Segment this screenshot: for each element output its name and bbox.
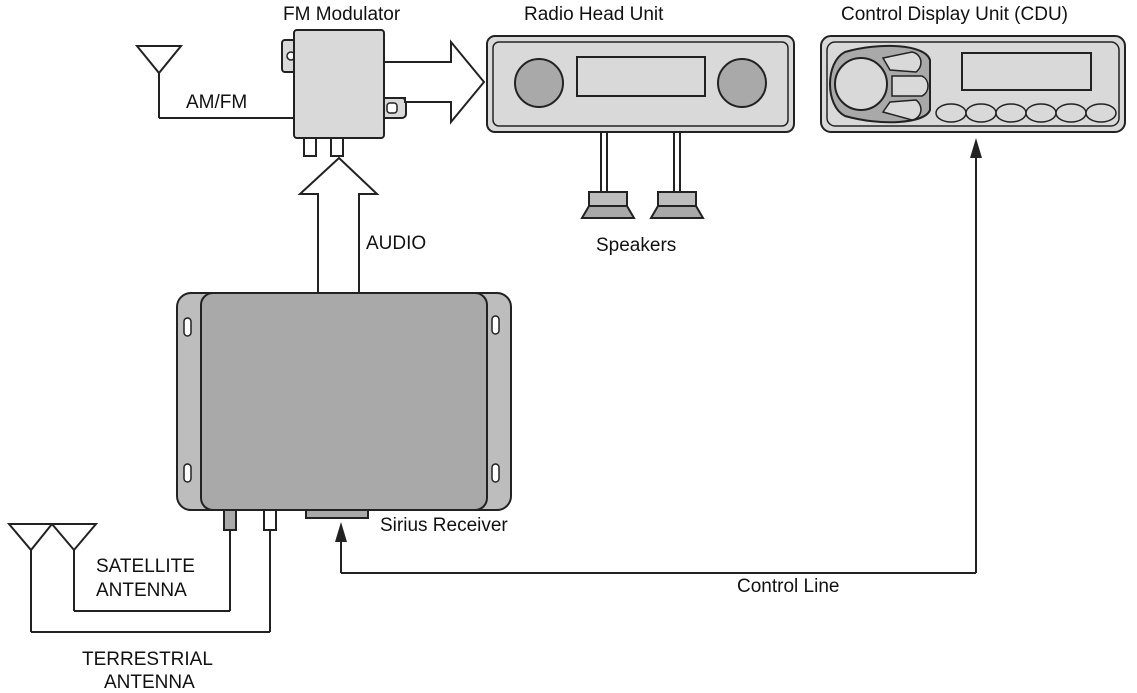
control-line-connector [335,138,982,574]
cdu-device [820,35,1126,133]
fm-modulator-label: FM Modulator [283,4,401,25]
audio-arrow [297,156,380,294]
satellite-antenna-label-line2: ANTENNA [96,580,187,601]
terrestrial-antenna-label-line2: ANTENNA [104,672,195,693]
radio-head-unit-device [486,35,795,133]
audio-label: AUDIO [366,233,426,254]
am-fm-antenna-icon [134,45,295,119]
radio-head-unit-label: Radio Head Unit [524,4,664,25]
speaker-left-icon [580,132,636,219]
terrestrial-antenna-icon [6,523,271,633]
terrestrial-antenna-label-line1: TERRESTRIAL [82,649,213,670]
speaker-right-icon [649,132,705,219]
sirius-receiver-label: Sirius Receiver [380,515,508,536]
control-line-label: Control Line [737,576,839,597]
fm-to-radio-arrow [383,39,486,125]
am-fm-label: AM/FM [186,92,247,113]
satellite-antenna-icon [49,523,231,612]
satellite-antenna-label-line1: SATELLITE [96,556,195,577]
cdu-label: Control Display Unit (CDU) [841,4,1068,25]
sirius-receiver-device [176,292,512,531]
fm-modulator-device [281,29,407,157]
speakers-label: Speakers [596,235,676,256]
